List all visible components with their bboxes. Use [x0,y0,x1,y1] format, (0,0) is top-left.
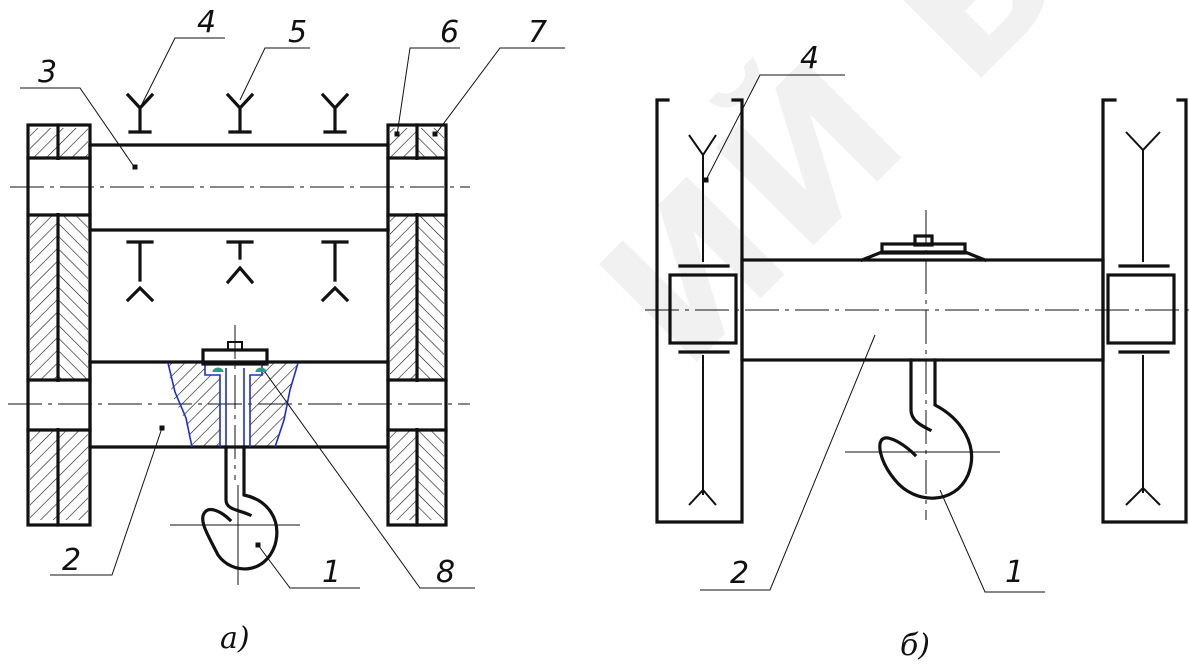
hook-hub-section [167,325,299,480]
left-wheel-b [655,98,744,524]
label-6a: 6 [440,15,459,50]
left-wheel [26,123,92,527]
caption-a: а) [220,621,250,656]
right-wheel [386,123,448,527]
right-wheel-b [1101,98,1188,524]
hook-b [845,358,1000,500]
seal-right [255,367,267,373]
slot-symbols-top [125,92,350,134]
label-4a: 4 [197,5,216,40]
figure-a: 4 5 6 7 3 2 1 8 а) [8,5,565,656]
label-4b: 4 [800,41,819,76]
leaders-a [20,37,565,589]
hook-a [170,445,300,585]
beam-b [740,234,1105,362]
label-7a: 7 [528,15,547,50]
figure-b: 4 2 1 б) [645,41,1189,663]
label-2a: 2 [62,543,81,578]
slot-symbols-bottom [125,240,350,303]
label-2b: 2 [730,556,749,591]
leaders-b [700,74,1045,593]
label-5a: 5 [288,15,307,50]
label-8a: 8 [436,555,455,590]
label-3a: 3 [38,55,57,90]
label-1b: 1 [1005,555,1024,590]
label-1a: 1 [322,555,341,590]
seal-left [212,367,224,373]
caption-b: б) [900,628,930,663]
